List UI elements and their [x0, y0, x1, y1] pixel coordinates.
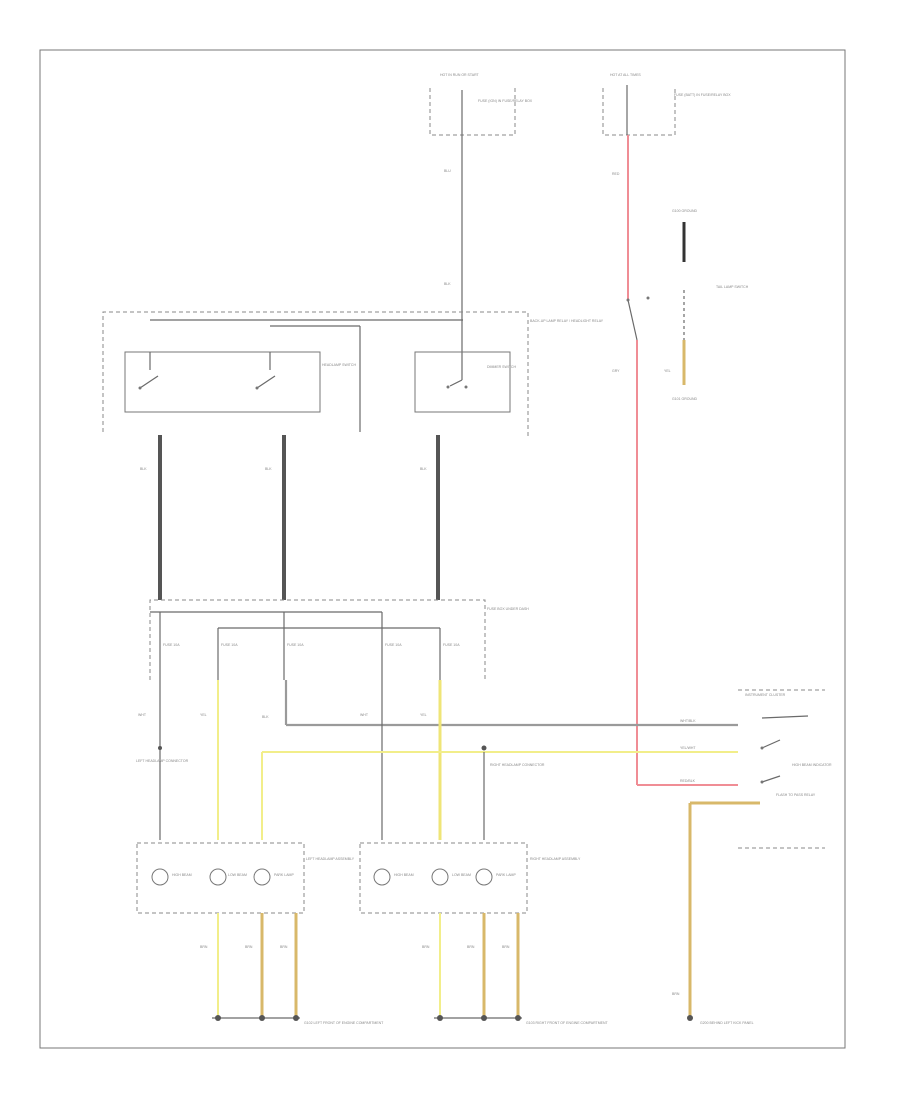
- left-park-lamp: [253, 868, 271, 886]
- left-assembly-label: LEFT HEADLAMP ASSEMBLY: [306, 857, 355, 861]
- relay-box-label: BACK-UP LAMP RELAY / HEADLIGHT RELAY: [530, 319, 604, 323]
- svg-text:BRN: BRN: [467, 945, 475, 949]
- hot-at-all-times-label: HOT AT ALL TIMES: [610, 73, 641, 77]
- wire-label-switch: GRY: [612, 369, 620, 373]
- svg-text:BRN: BRN: [200, 945, 208, 949]
- wire-label-red: RED: [612, 172, 620, 176]
- fuse-box-mid-label: FUSE BOX UNDER DASH: [487, 607, 529, 611]
- wire-label-d1: WHT: [138, 713, 147, 717]
- relay-box: BACK-UP LAMP RELAY / HEADLIGHT RELAY HEA…: [102, 311, 604, 436]
- diagram-frame: [39, 49, 846, 1049]
- wire-label-d2: YEL: [200, 713, 207, 717]
- right-headlamp-assembly: RIGHT HEADLAMP ASSEMBLY HIGH BEAM LOW BE…: [359, 842, 581, 914]
- svg-text:FUSE 10A: FUSE 10A: [443, 643, 460, 647]
- ground-top: G100 GROUND YEL G101 GROUND: [664, 209, 698, 401]
- svg-text:BRN: BRN: [422, 945, 430, 949]
- top-left-fuse: HOT IN RUN OR START FUSE (IGN) IN FUSE/R…: [429, 73, 533, 136]
- wire-label-d3: BLK: [262, 715, 269, 719]
- right-panel-title: INSTRUMENT CLUSTER: [745, 693, 786, 697]
- svg-text:HIGH BEAM: HIGH BEAM: [172, 873, 192, 877]
- wire-label-c2: BLK: [265, 467, 272, 471]
- fuse-5: FUSE 10A: [439, 628, 460, 680]
- left-headlamp-assembly: LEFT HEADLAMP ASSEMBLY HIGH BEAM LOW BEA…: [136, 842, 355, 914]
- svg-text:FUSE 10A: FUSE 10A: [221, 643, 238, 647]
- dimmer-switch-label: DIMMER SWITCH: [487, 365, 516, 369]
- svg-text:FUSE 10A: FUSE 10A: [385, 643, 402, 647]
- top-right-fuse: HOT AT ALL TIMES FUSE (BATT) IN FUSE/REL…: [602, 73, 731, 136]
- wire-label-a: BLU: [444, 169, 451, 173]
- tail-lamp-switch: TAIL LAMP SWITCH GRY: [612, 285, 749, 373]
- right-high-beam-lamp: [373, 868, 391, 886]
- ground-right-label: G103 RIGHT FRONT OF ENGINE COMPARTMENT: [526, 1021, 608, 1025]
- svg-text:BRN: BRN: [280, 945, 288, 949]
- dimmer-switch-box: [414, 351, 511, 413]
- fuse-top-right-label: FUSE (BATT) IN FUSE/RELAY BOX: [674, 93, 731, 97]
- svg-text:BRN: BRN: [672, 992, 680, 996]
- svg-text:LOW BEAM: LOW BEAM: [452, 873, 471, 877]
- ground-top-label: G100 GROUND: [672, 209, 698, 213]
- wire-label-d5: YEL: [420, 713, 427, 717]
- instrument-cluster-panel: INSTRUMENT CLUSTER HIGH BEAM INDICATOR F…: [680, 689, 832, 849]
- right-park-lamp: [475, 868, 493, 886]
- right-wire-2: YEL/WHT: [680, 746, 696, 750]
- svg-text:FUSE 10A: FUSE 10A: [287, 643, 304, 647]
- mid-fuse-box: FUSE BOX UNDER DASH FUSE 10A FUSE 10A FU…: [149, 599, 529, 680]
- headlamp-switch-label: HEADLAMP SWITCH: [322, 363, 356, 367]
- svg-text:HIGH BEAM: HIGH BEAM: [394, 873, 414, 877]
- svg-text:PARK LAMP: PARK LAMP: [496, 873, 516, 877]
- wire-label-b: BLK: [444, 282, 451, 286]
- tail-lamp-switch-label: TAIL LAMP SWITCH: [716, 285, 749, 289]
- svg-text:PARK LAMP: PARK LAMP: [274, 873, 294, 877]
- svg-text:LOW BEAM: LOW BEAM: [228, 873, 247, 877]
- ground-left-label: G102 LEFT FRONT OF ENGINE COMPARTMENT: [304, 1021, 384, 1025]
- fuse-3: FUSE 10A: [283, 612, 304, 680]
- fuse-top-left-label: FUSE (IGN) IN FUSE/RELAY BOX: [478, 99, 533, 103]
- svg-text:FLASH TO PASS RELAY: FLASH TO PASS RELAY: [776, 793, 816, 797]
- svg-text:FUSE 10A: FUSE 10A: [163, 643, 180, 647]
- svg-text:HIGH BEAM INDICATOR: HIGH BEAM INDICATOR: [792, 763, 832, 767]
- right-wire-3: RED/BLK: [680, 779, 696, 783]
- far-right-ground-wire: BRN G200 BEHIND LEFT KICK PANEL: [672, 801, 760, 1025]
- right-assembly-label: RIGHT HEADLAMP ASSEMBLY: [530, 857, 581, 861]
- left-low-beam-lamp: [209, 868, 227, 886]
- wire-label-c3: BLK: [420, 467, 427, 471]
- fuse-1: FUSE 10A: [159, 612, 180, 680]
- hot-run-label: HOT IN RUN OR START: [440, 73, 480, 77]
- right-wire-1: WHT/BLK: [680, 719, 696, 723]
- left-high-beam-lamp: [151, 868, 169, 886]
- ground-mid-label: G101 GROUND: [672, 397, 698, 401]
- right-ground-wires: BRN BRN BRN G103 RIGHT FRONT OF ENGINE C…: [422, 913, 608, 1025]
- fuse-4: FUSE 10A: [381, 634, 402, 680]
- left-ground-wires: BRN BRN BRN G102 LEFT FRONT OF ENGINE CO…: [200, 913, 384, 1025]
- wire-label-ground: YEL: [664, 369, 671, 373]
- svg-text:BRN: BRN: [502, 945, 510, 949]
- right-connector-label: RIGHT HEADLAMP CONNECTOR: [490, 763, 545, 767]
- wire-label-d4: WHT: [360, 713, 369, 717]
- fuse-2: FUSE 10A: [217, 628, 238, 680]
- left-connector-label: LEFT HEADLAMP CONNECTOR: [136, 759, 189, 763]
- ground-far-right-label: G200 BEHIND LEFT KICK PANEL: [700, 1021, 754, 1025]
- right-low-beam-lamp: [431, 868, 449, 886]
- svg-text:BRN: BRN: [245, 945, 253, 949]
- wire-label-c1: BLK: [140, 467, 147, 471]
- headlamp-switch-box: [124, 351, 321, 413]
